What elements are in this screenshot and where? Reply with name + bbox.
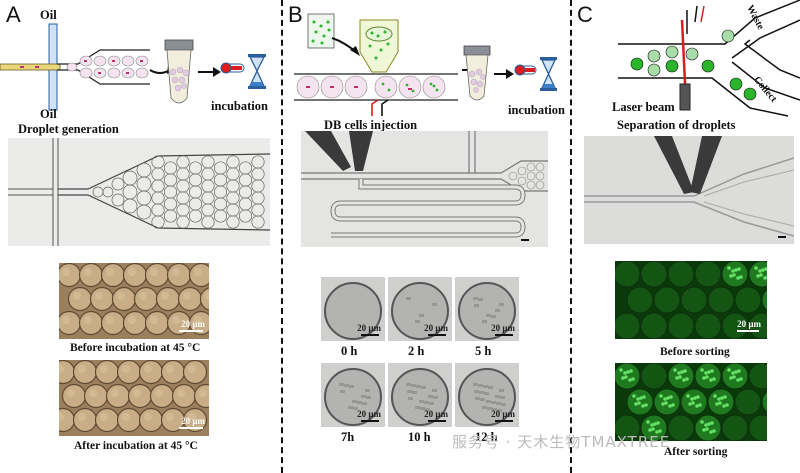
sorting-schematic (600, 0, 800, 125)
scale-label-a1: 20 μm (181, 319, 205, 329)
timelapse-time-label: 5 h (475, 344, 492, 358)
scale-label-a2: 20 μm (181, 416, 205, 426)
timelapse-scale-bar (428, 334, 446, 336)
oil-bottom-label: Oil (40, 107, 57, 121)
timelapse-frame: 20 μm (321, 363, 385, 427)
timelapse-time-label: 7h (341, 430, 355, 444)
droplet-generator-schematic (0, 10, 280, 125)
timelapse-frame: 20 μm (388, 363, 452, 427)
timelapse-frame: 20 μm (321, 277, 385, 341)
injection-channel-micrograph (301, 131, 548, 247)
timelapse-scale-bar (495, 334, 513, 336)
timelapse-time-label: 0 h (341, 344, 358, 358)
timelapse-scale-bar (361, 420, 379, 422)
timelapse-time-label: 10 h (408, 430, 431, 444)
injection-title: DB cells injection (324, 118, 418, 132)
laser-beam-label: Laser beam (612, 100, 675, 114)
scale-bar-a2 (179, 427, 203, 429)
timelapse-frame: 20 μm (455, 363, 519, 427)
incubation-label-b: incubation (508, 103, 565, 117)
before-sorting-photo: 20 μm (615, 261, 767, 339)
timelapse-frame: 20 μm (388, 277, 452, 341)
timelapse-scale-bar (361, 334, 379, 336)
panel-letter-a: A (6, 2, 21, 27)
separation-title: Separation of droplets (617, 118, 736, 132)
divider-right (570, 0, 572, 473)
timelapse-scale-label: 20 μm (424, 323, 448, 333)
before-incubation-photo: 20 μm (59, 263, 209, 339)
before-sorting-caption: Before sorting (660, 346, 730, 358)
scale-bar-a1 (179, 330, 203, 332)
after-sorting-photo (615, 363, 767, 441)
panel-letter-b: B (288, 2, 303, 27)
incubation-label-a: incubation (211, 99, 268, 113)
sorting-channel-micrograph (584, 136, 794, 244)
scale-bar-c1 (737, 330, 759, 332)
droplet-generation-title: Droplet generation (18, 122, 119, 136)
oil-top-label: Oil (40, 8, 57, 22)
after-incubation-caption: After incubation at 45 °C (74, 440, 198, 452)
scale-label-c1: 20 μm (737, 319, 761, 329)
panel-letter-c: C (577, 2, 593, 27)
timelapse-frame: 20 μm (455, 277, 519, 341)
timelapse-scale-bar (428, 420, 446, 422)
after-sorting-caption: After sorting (664, 446, 728, 458)
timelapse-scale-bar (495, 420, 513, 422)
timelapse-scale-label: 20 μm (491, 409, 515, 419)
divider-left (281, 0, 283, 473)
before-incubation-caption: Before incubation at 45 °C (70, 342, 201, 354)
timelapse-scale-label: 20 μm (491, 323, 515, 333)
timelapse-time-label: 12 h (475, 430, 498, 444)
timelapse-scale-label: 20 μm (357, 323, 381, 333)
timelapse-time-label: 2 h (408, 344, 425, 358)
timelapse-scale-label: 20 μm (357, 409, 381, 419)
watermark-text: 服务号 · 天木生物TMAXTREE (452, 433, 671, 451)
timelapse-scale-label: 20 μm (424, 409, 448, 419)
injection-schematic (286, 0, 570, 123)
droplet-channel-micrograph (8, 138, 270, 246)
after-incubation-photo: 20 μm (59, 360, 209, 436)
